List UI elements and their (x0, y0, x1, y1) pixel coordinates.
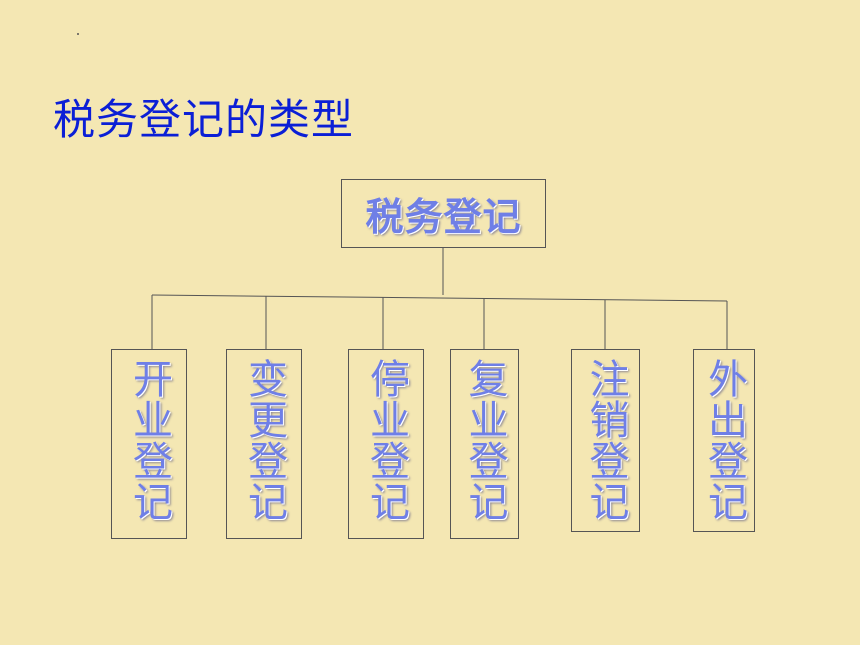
root-node: 税务登记 (341, 179, 546, 248)
root-node-label: 税务登记 (365, 195, 522, 239)
child-node-label: 停业登记 (363, 358, 409, 522)
child-node-label: 外出登记 (701, 358, 747, 522)
child-node-5: 注销登记 (571, 349, 640, 532)
child-node-6: 外出登记 (693, 349, 755, 532)
connector-horizontal-bar (151, 294, 728, 302)
child-node-label: 开业登记 (126, 358, 172, 522)
child-node-2: 变更登记 (226, 349, 302, 539)
child-node-label: 复业登记 (461, 358, 508, 522)
child-node-label: 变更登记 (241, 358, 287, 522)
child-node-3: 停业登记 (348, 349, 424, 539)
slide-title: 税务登记的类型 (53, 95, 355, 144)
child-node-1: 开业登记 (111, 349, 187, 539)
decorative-dot (77, 33, 79, 35)
child-node-4: 复业登记 (450, 349, 519, 539)
child-node-label: 注销登记 (582, 358, 629, 522)
